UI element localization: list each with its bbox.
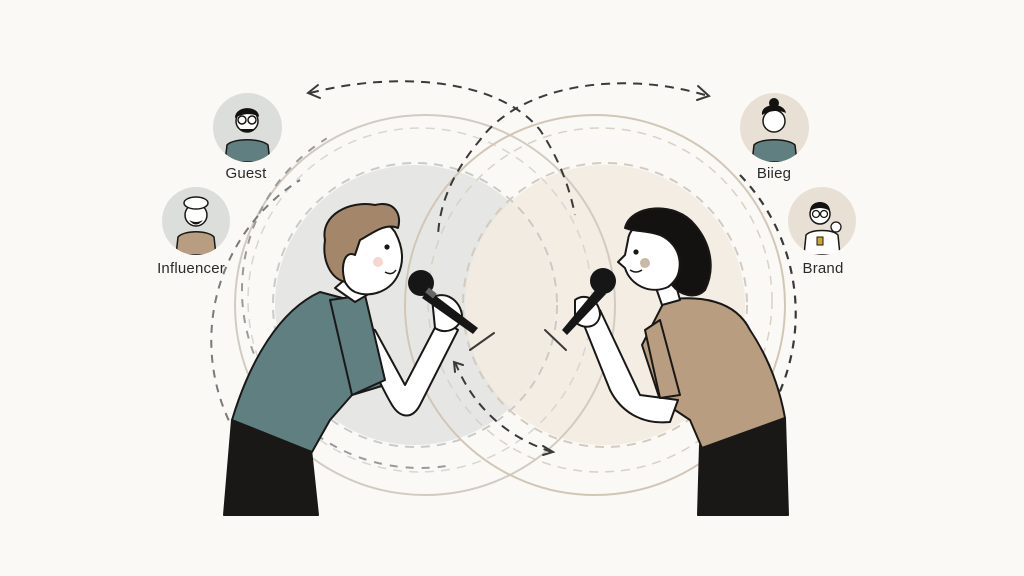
exchange-arrows [309,80,706,453]
influencer-label: Influencer [157,260,225,277]
guest-label: Guest [225,165,267,182]
arrow-heads [306,84,711,456]
right-microphone-icon [562,268,616,335]
left-speaker [223,203,463,516]
guest-avatar-icon [224,108,271,162]
left-microphone-icon [408,270,478,334]
brand-label: Brand [802,260,844,277]
influencer-avatar-icon [175,196,217,255]
brand-avatar [788,187,856,255]
guest-avatar [213,93,282,162]
blogger-label: Biieg [756,165,792,182]
blogger-avatar [740,93,809,162]
right-speaker [574,207,789,516]
blogger-avatar-icon [751,98,798,162]
right-outer-dashed-arc [739,174,797,421]
brand-avatar-icon [803,202,842,255]
influencer-avatar [162,187,230,255]
